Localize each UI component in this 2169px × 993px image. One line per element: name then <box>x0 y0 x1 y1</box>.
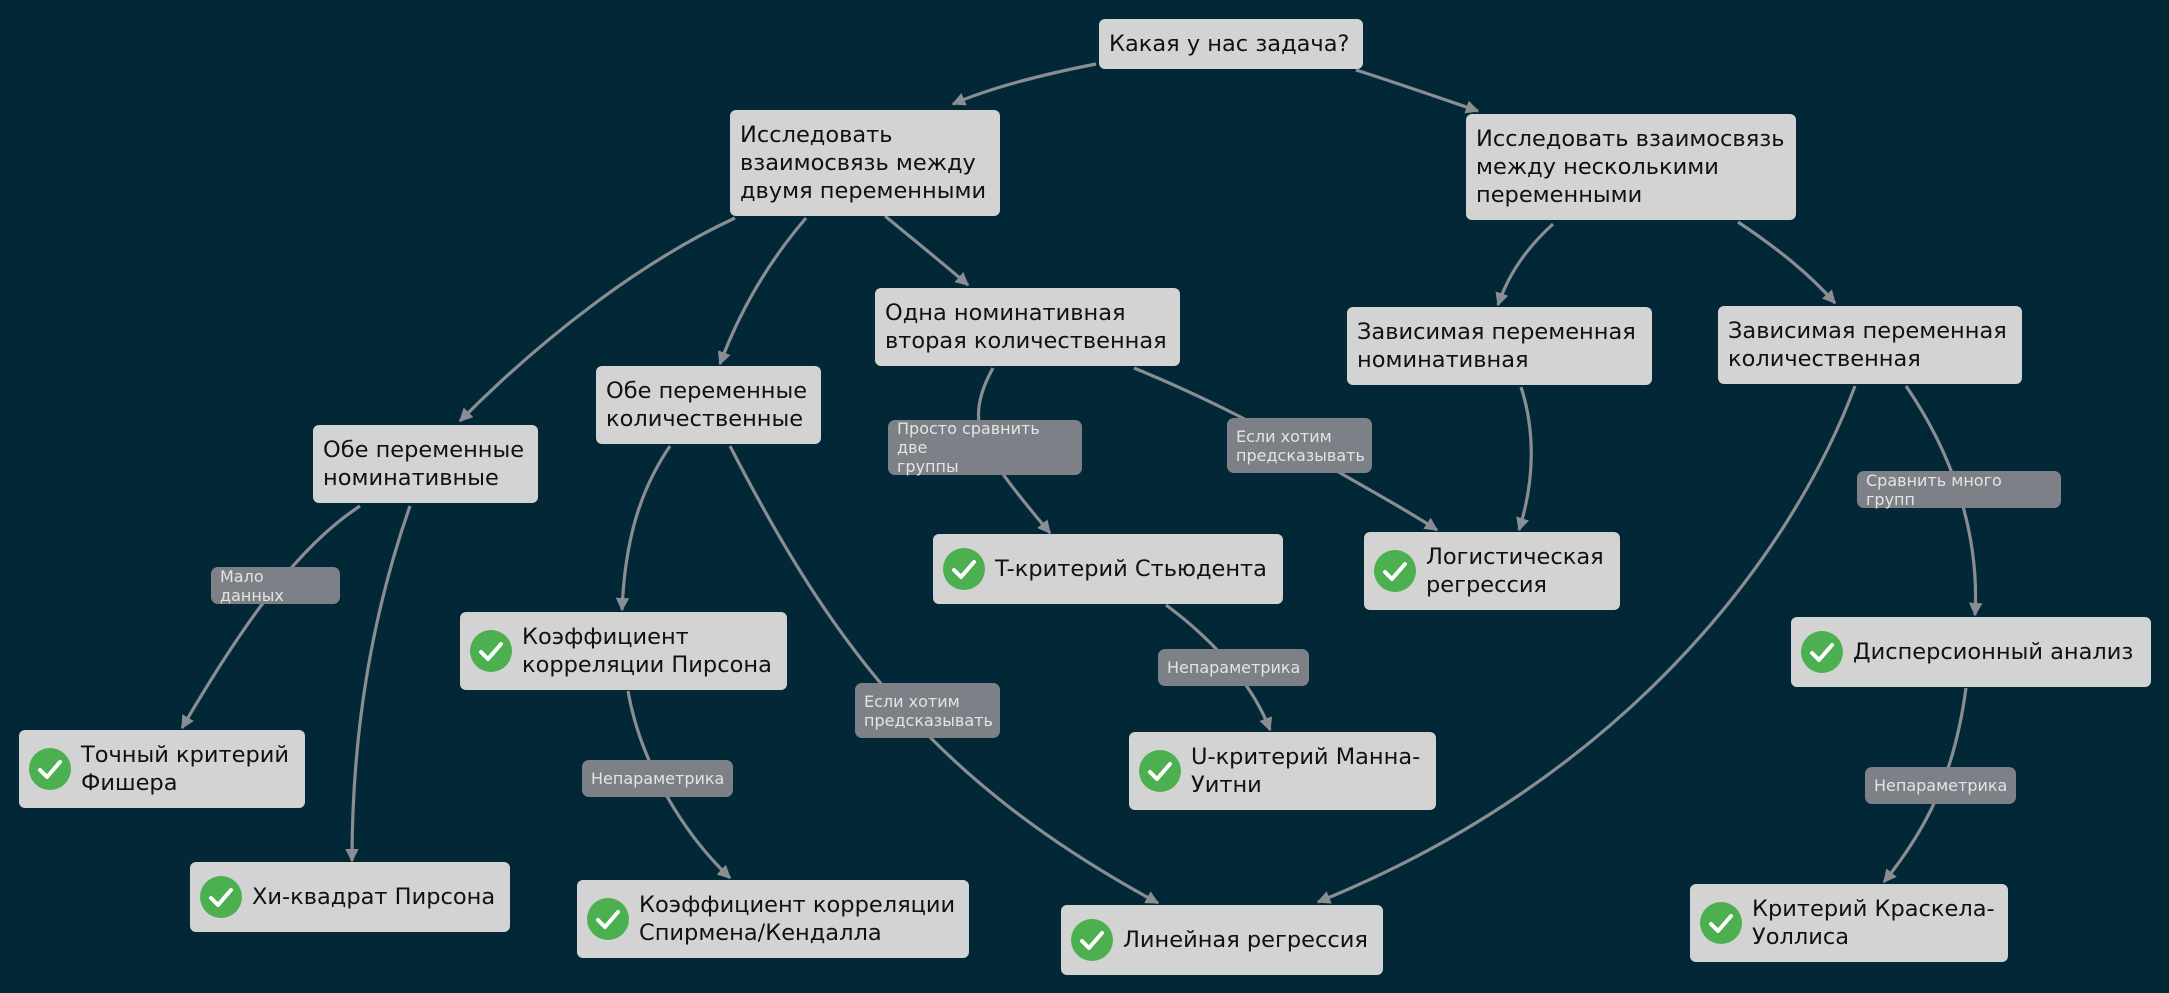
node-dep-quant: Зависимая переменная количественная <box>1718 306 2022 384</box>
check-icon <box>943 548 985 590</box>
edge-label-compare-two-text: Просто сравнить две группы <box>897 419 1040 476</box>
check-icon <box>200 876 242 918</box>
edge-label-small-data: Мало данных <box>211 566 340 605</box>
edge-depnom-logistic <box>1516 386 1533 532</box>
node-both-nominal-text: Обе переменные номинативные <box>323 437 525 491</box>
node-t-test: T-критерий Стьюдента <box>933 534 1283 604</box>
node-pearson-corr: Коэффициент корреляции Пирсона <box>460 612 787 690</box>
check-icon <box>1700 902 1742 944</box>
edge-two-bothquant <box>717 216 808 366</box>
node-root: Какая у нас задача? <box>1099 19 1363 69</box>
edge-label-predict-2-text: Если хотим предсказывать <box>864 691 993 730</box>
check-icon <box>1071 919 1113 961</box>
edge-bothquant-pearson <box>615 445 672 612</box>
node-mann-whitney: U-критерий Манна- Уитни <box>1129 732 1436 810</box>
edge-bothquant-linear <box>728 445 1160 905</box>
node-chi-square: Хи-квадрат Пирсона <box>190 862 510 932</box>
edge-label-predict-1-text: Если хотим предсказывать <box>1236 426 1365 465</box>
edge-two-onenom <box>883 214 970 287</box>
edge-label-predict-1: Если хотим предсказывать <box>1227 418 1372 473</box>
node-both-quant-text: Обе переменные количественные <box>606 378 808 432</box>
node-kruskal-text: Критерий Краскела- Уоллиса <box>1752 896 1995 950</box>
edge-label-nonparam-3: Непараметрика <box>1865 767 2016 804</box>
edge-bothnom-chi <box>345 505 412 863</box>
node-logistic: Логистическая регрессия <box>1364 532 1620 610</box>
edge-label-nonparam-1: Непараметрика <box>1158 649 1309 686</box>
edge-root-many <box>1355 68 1480 114</box>
edge-root-two <box>951 62 1097 106</box>
edge-many-depnom <box>1495 222 1555 307</box>
edge-label-nonparam-2-text: Непараметрика <box>591 769 725 788</box>
node-t-test-text: T-критерий Стьюдента <box>995 556 1267 582</box>
edge-label-compare-many: Сравнить много групп <box>1857 470 2061 509</box>
node-one-nom-one-quant-text: Одна номинативная вторая количественная <box>885 300 1167 354</box>
node-fisher: Точный критерий Фишера <box>19 730 305 808</box>
edge-depquant-linear <box>1316 385 1857 904</box>
node-linear-text: Линейная регрессия <box>1123 927 1368 953</box>
edge-label-compare-many-text: Сравнить много групп <box>1866 470 2002 509</box>
node-linear: Линейная регрессия <box>1061 905 1383 975</box>
edge-two-bothnom <box>458 216 736 423</box>
node-root-text: Какая у нас задача? <box>1109 31 1350 57</box>
edge-label-nonparam-1-text: Непараметрика <box>1167 658 1301 677</box>
edge-label-nonparam-2: Непараметрика <box>582 760 733 797</box>
node-mann-whitney-text: U-критерий Манна- Уитни <box>1191 744 1421 798</box>
edge-many-depquant <box>1737 220 1837 305</box>
check-icon <box>1801 631 1843 673</box>
edge-bothnom-fisher <box>180 504 361 730</box>
node-spearman-text: Коэффициент корреляции Спирмена/Кендалла <box>639 892 956 946</box>
node-logistic-text: Логистическая регрессия <box>1426 544 1604 598</box>
check-icon <box>470 630 512 672</box>
node-both-quant: Обе переменные количественные <box>596 366 821 444</box>
node-pearson-corr-text: Коэффициент корреляции Пирсона <box>522 624 772 678</box>
node-chi-square-text: Хи-квадрат Пирсона <box>252 884 496 910</box>
node-two-vars-text: Исследовать взаимосвязь между двумя пере… <box>740 122 987 204</box>
check-icon <box>1374 550 1416 592</box>
node-two-vars: Исследовать взаимосвязь между двумя пере… <box>730 110 1000 216</box>
node-kruskal: Критерий Краскела- Уоллиса <box>1690 884 2008 962</box>
edge-label-nonparam-3-text: Непараметрика <box>1874 776 2008 795</box>
node-many-vars: Исследовать взаимосвязь между нескольким… <box>1466 114 1796 220</box>
node-dep-quant-text: Зависимая переменная количественная <box>1728 318 2007 372</box>
edge-label-compare-two: Просто сравнить две группы <box>888 419 1082 476</box>
node-dep-nominal: Зависимая переменная номинативная <box>1347 307 1652 385</box>
node-anova-text: Дисперсионный анализ <box>1853 639 2134 665</box>
check-icon <box>1139 750 1181 792</box>
check-icon <box>29 748 71 790</box>
check-icon <box>587 898 629 940</box>
node-one-nom-one-quant: Одна номинативная вторая количественная <box>875 288 1180 366</box>
node-spearman: Коэффициент корреляции Спирмена/Кендалла <box>577 880 969 958</box>
node-both-nominal: Обе переменные номинативные <box>313 425 538 503</box>
edge-label-small-data-text: Мало данных <box>220 566 284 605</box>
node-fisher-text: Точный критерий Фишера <box>81 742 290 796</box>
node-dep-nominal-text: Зависимая переменная номинативная <box>1357 319 1636 373</box>
edge-label-predict-2: Если хотим предсказывать <box>855 683 1000 738</box>
node-many-vars-text: Исследовать взаимосвязь между нескольким… <box>1476 126 1785 208</box>
node-anova: Дисперсионный анализ <box>1791 617 2151 687</box>
